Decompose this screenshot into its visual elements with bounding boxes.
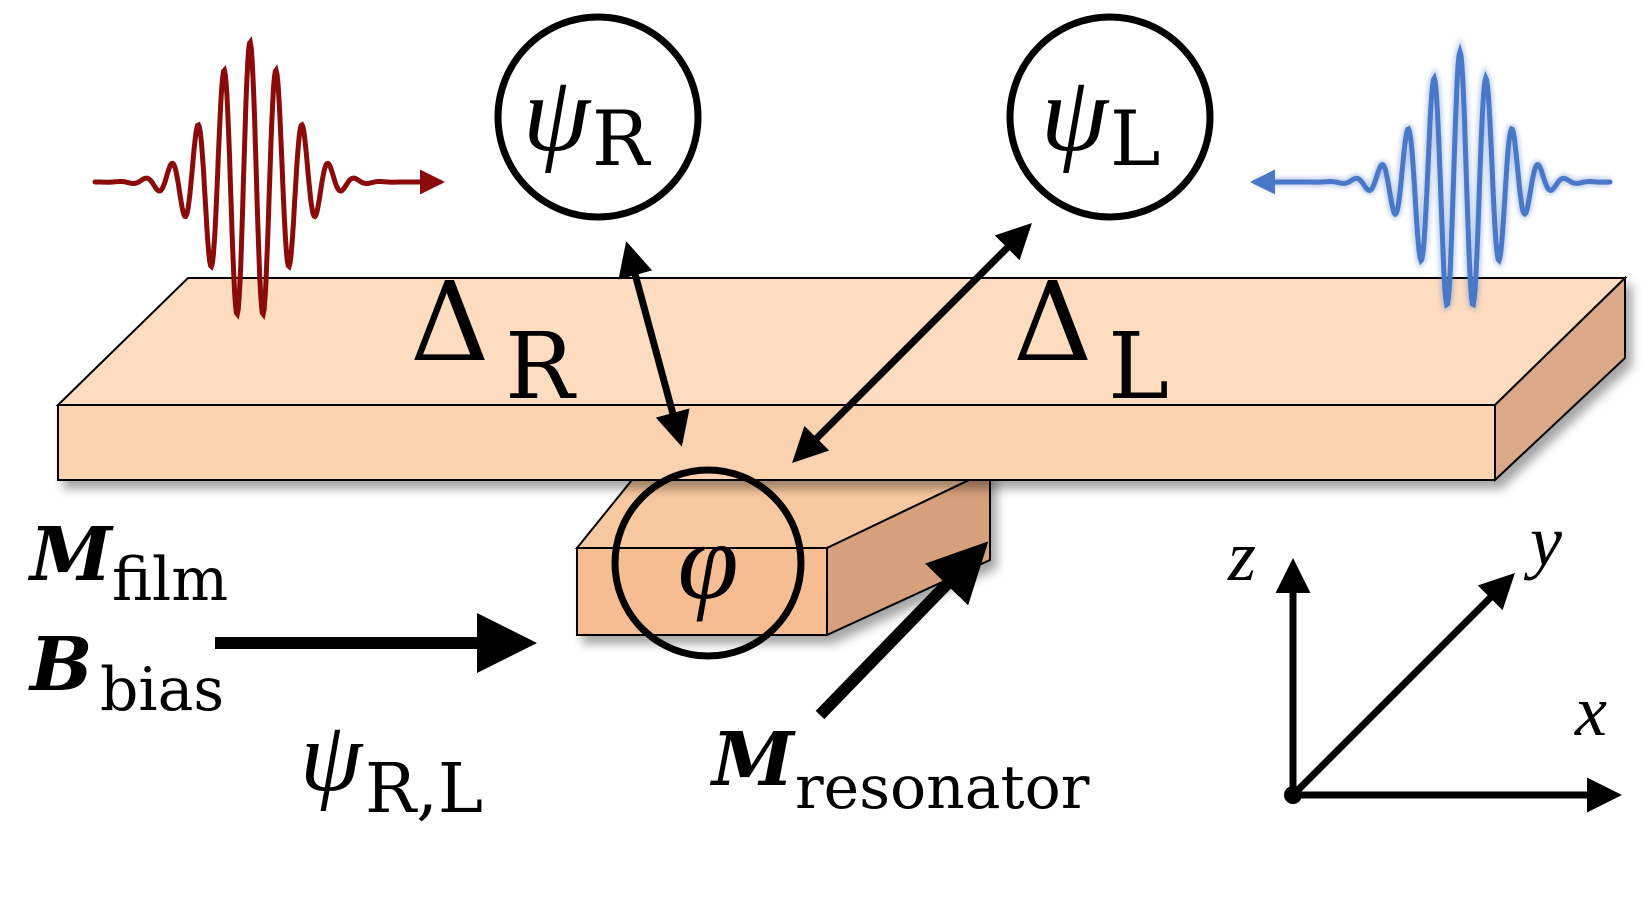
delta-l-symbol: Δ [1013,258,1092,386]
mode-phi-label: φ [678,500,739,622]
mode-phi: φ [611,466,805,660]
delta-l-subscript: L [1108,313,1169,420]
resonator-block [574,468,991,637]
mode-psi-r: ψ R [494,13,702,221]
x-axis-label: x [1574,671,1607,751]
m-resonator-symbol: M [709,717,796,803]
label-b-bias: B bias [28,622,224,725]
coordinate-axes: z y x [1227,501,1622,813]
mode-circle-psi-l [1006,13,1214,221]
coupling-delta-r: Δ R [410,258,577,420]
z-axis-label: z [1227,516,1256,596]
psi-rl-symbol: ψ [300,701,364,812]
b-bias-symbol: B [28,622,93,708]
mode-psi-r-subscript: R [592,94,652,183]
magnetic-film [55,275,1628,483]
label-psi-rl: ψ R,L [300,701,483,829]
b-bias-subscript: bias [100,655,224,725]
m-resonator-subscript: resonator [795,753,1090,823]
delta-r-symbol: Δ [410,258,489,386]
psi-rl-subscript: R,L [365,750,483,829]
coupling-arrow-right [618,241,690,447]
wave-packet-right [92,36,445,321]
delta-r-subscript: R [505,313,577,420]
mode-psi-l-label: ψ [1041,55,1110,174]
wave-packet-left [1250,36,1613,313]
label-m-resonator: M resonator [709,717,1090,823]
mode-psi-l: ψ L [1006,13,1214,221]
y-axis-label: y [1523,501,1562,581]
film-front-face [57,404,1496,481]
mode-circle-psi-r [494,13,702,221]
y-axis-arrow [1290,573,1515,798]
coupling-arrow-left [792,223,1032,463]
mode-circle-phi [611,466,805,660]
resonator-magnetization-arrow [815,541,989,720]
m-film-subscript: film [112,545,228,615]
film-top-face [55,277,1628,406]
m-film-symbol: M [27,512,114,598]
mode-psi-l-subscript: L [1110,94,1160,183]
mode-psi-r-label: ψ [523,55,592,174]
label-m-film: M film [27,512,228,615]
